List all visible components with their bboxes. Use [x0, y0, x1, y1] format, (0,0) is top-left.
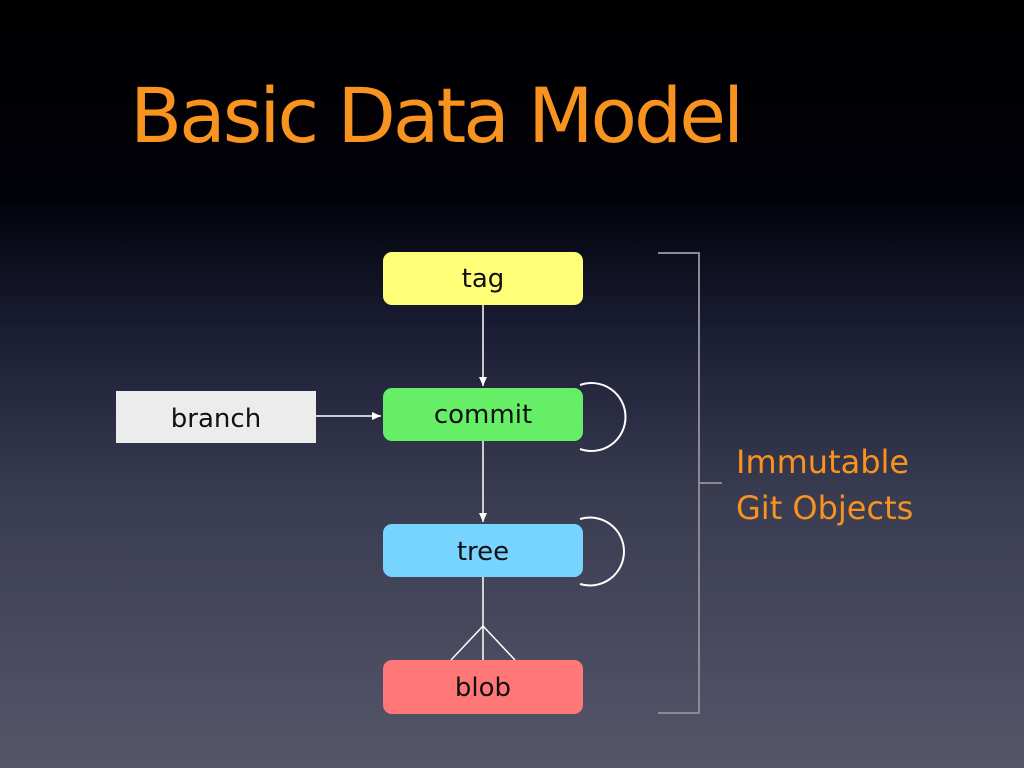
blob-node-box: [383, 660, 583, 714]
tree-node: tree: [383, 524, 583, 577]
branch-node-label: branch: [171, 404, 261, 434]
slide-title: Basic Data Model: [130, 71, 744, 160]
tree-node-label: tree: [457, 537, 509, 567]
commit-node-box: [383, 388, 583, 441]
immutable-objects-bracket: [658, 252, 722, 714]
tag-node-box: [383, 252, 583, 305]
tag-node-label: tag: [462, 264, 505, 294]
tree-self-loop: [579, 516, 625, 587]
group-label-line-1: Immutable: [736, 443, 910, 481]
commit-node: commit: [383, 388, 583, 441]
branch-node-box: [116, 391, 316, 443]
tree-node-box: [383, 524, 583, 577]
group-label-line-2: Git Objects: [736, 489, 914, 527]
commit-self-loop: [579, 382, 627, 452]
blob-node-label: blob: [455, 673, 511, 703]
tree-to-blob-connector: [450, 577, 516, 661]
blob-node: blob: [383, 660, 583, 714]
branch-node: branch: [116, 391, 316, 443]
tag-node: tag: [383, 252, 583, 305]
commit-node-label: commit: [434, 400, 532, 430]
